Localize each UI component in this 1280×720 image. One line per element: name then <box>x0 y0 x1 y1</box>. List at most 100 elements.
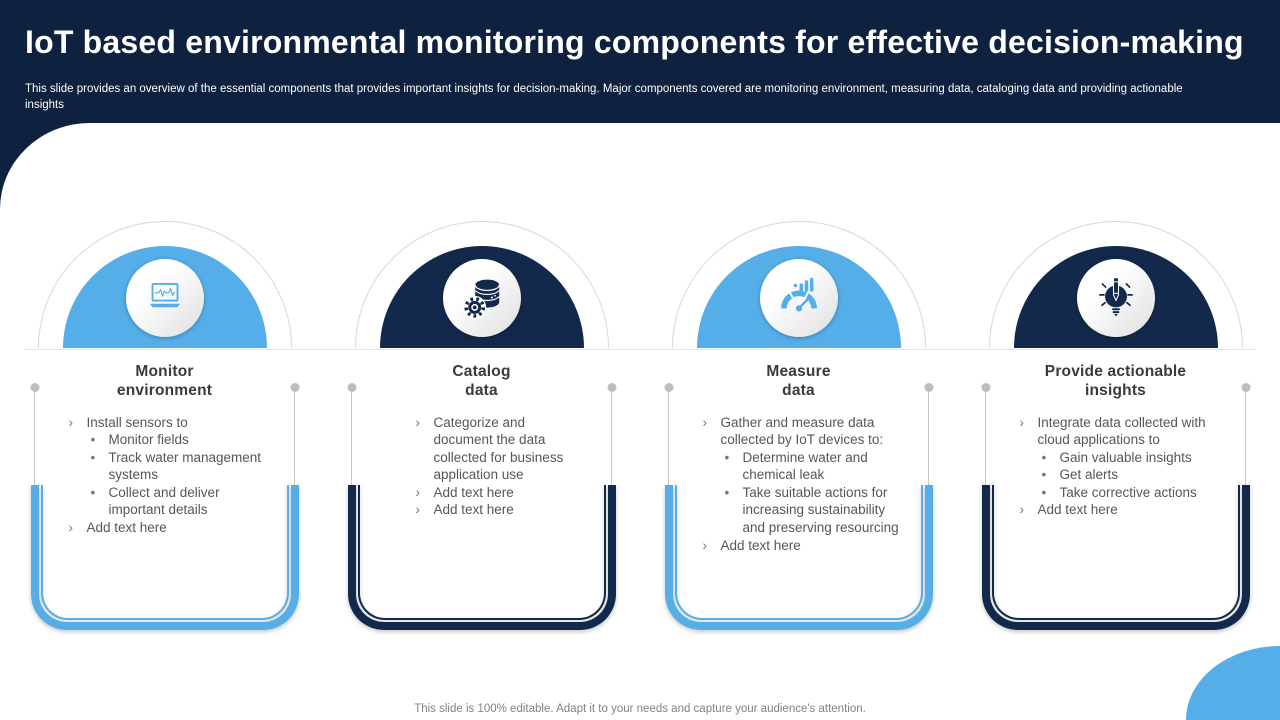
database-gear-icon <box>462 279 500 319</box>
bullet-marker: • <box>724 484 730 500</box>
laptop-pulse-icon <box>149 283 180 308</box>
icon-circle <box>442 259 521 337</box>
connector-stem-right <box>1245 392 1246 486</box>
bullet-marker: • <box>1041 467 1047 483</box>
bullet-marker: › <box>1019 414 1025 430</box>
bullet-item: ›Add text here <box>388 501 584 519</box>
content-panel: Monitor environment ›Install sensors to•… <box>0 123 1280 720</box>
icon-circle <box>1076 259 1155 337</box>
column-title-line1: Catalog <box>452 363 511 380</box>
gauge-chart-icon <box>780 277 817 312</box>
connector-stem-left <box>34 392 35 486</box>
connector-dot-right <box>1241 383 1250 392</box>
bullet-item: • Get alerts <box>992 466 1225 484</box>
column-monitor-environment: Monitor environment ›Install sensors to•… <box>6 123 323 630</box>
connector-stem-left <box>668 392 669 486</box>
column-title-line1: Measure <box>766 363 831 380</box>
bullet-item: • Monitor fields <box>41 431 274 449</box>
bullet-text: Add text here <box>433 502 514 518</box>
component-card: Monitor environment ›Install sensors to•… <box>30 362 299 630</box>
bullet-item: • Collect and deliver important details <box>41 484 274 519</box>
connector-dot-left <box>347 383 356 392</box>
bullet-item: • Track water management systems <box>41 449 274 484</box>
bullet-text: Integrate data collected with cloud appl… <box>1037 414 1206 448</box>
bullet-item: • Gain valuable insights <box>992 449 1225 467</box>
column-title-line2: environment <box>116 382 213 400</box>
bullet-marker: › <box>68 520 74 536</box>
bullet-item: • Take suitable actions for increasing su… <box>675 484 908 537</box>
bullet-marker: › <box>415 484 421 500</box>
bullet-marker: › <box>1019 502 1025 518</box>
bullet-item: › Add text here <box>41 519 274 537</box>
connector-dot-left <box>664 383 673 392</box>
bullet-text: Determine water and chemical leak <box>742 449 868 483</box>
bullet-item: › Add text here <box>992 501 1225 519</box>
column-provide-actionable-insights: Provide actionable insights › Integrate d… <box>957 123 1274 630</box>
connector-stem-right <box>928 392 929 486</box>
bullet-item: › Integrate data collected with cloud app… <box>992 414 1225 449</box>
card-frame <box>981 485 1250 630</box>
component-card: Provide actionable insights › Integrate d… <box>981 362 1250 630</box>
icon-medallion <box>323 218 640 348</box>
column-title-line1: Monitor <box>135 363 194 380</box>
header-band: IoT based environmental monitoring compo… <box>0 0 1280 123</box>
column-title-line1: Provide actionable <box>1044 363 1187 380</box>
icon-medallion <box>957 218 1274 348</box>
card-frame <box>347 485 616 630</box>
column-title: Monitor environment <box>35 362 295 401</box>
connector-stem-right <box>611 392 612 486</box>
component-card: Measure data ›Gather and measure data co… <box>664 362 933 630</box>
bullet-text: Add text here <box>433 484 514 500</box>
bullet-text: Install sensors to <box>86 414 188 430</box>
lightbulb-pencil-icon <box>1098 277 1133 317</box>
bullet-marker: • <box>1041 449 1047 465</box>
icon-circle <box>759 259 838 337</box>
bullet-item: › Install sensors to <box>41 414 274 432</box>
card-frame <box>30 485 299 630</box>
slide-title: IoT based environmental monitoring compo… <box>25 24 1244 60</box>
bullet-marker: › <box>702 537 708 553</box>
bullet-text: Gain valuable insights <box>1059 449 1192 465</box>
bullet-marker: • <box>90 432 96 448</box>
column-title: Catalog data <box>352 362 612 401</box>
bullet-text: Track water management systems <box>108 449 262 483</box>
connector-dot-right <box>607 383 616 392</box>
bullet-text: Collect and deliver important details <box>108 484 220 518</box>
bullet-text: Add text here <box>720 537 801 553</box>
bullet-text: Categorize and document the data collect… <box>433 414 564 483</box>
bullet-marker: • <box>1041 484 1047 500</box>
column-title: Provide actionable insights <box>986 362 1246 401</box>
bullet-item: › Add text here <box>675 537 908 555</box>
bullet-text: Get alerts <box>1059 467 1119 483</box>
slide-subtitle: This slide provides an overview of the e… <box>25 83 1183 112</box>
bullet-item: • Take corrective actions <box>992 484 1225 502</box>
bullet-marker: › <box>68 414 74 430</box>
component-card: Catalog data › Categorize and document th… <box>347 362 616 630</box>
column-title-line2: data <box>782 382 815 400</box>
bullet-list: › Install sensors to • Monitor fields • Track… <box>41 414 274 537</box>
bullet-marker: • <box>90 484 96 500</box>
connector-stem-left <box>985 392 986 486</box>
bullet-text: Add text here <box>1037 502 1118 518</box>
card-frame <box>664 485 933 630</box>
connector-dot-right <box>924 383 933 392</box>
divider-line <box>24 349 1256 350</box>
bullet-text: Take suitable actions for increasing sus… <box>742 484 899 536</box>
bullet-text: Monitor fields <box>108 432 189 448</box>
bullet-item: › Add text here <box>388 484 584 502</box>
connector-dot-right <box>290 383 299 392</box>
bullet-list: › Integrate data collected with cloud app… <box>992 414 1225 519</box>
footer-note: This slide is 100% editable. Adapt it to… <box>414 703 866 715</box>
column-title-line2: data <box>465 382 498 400</box>
icon-medallion <box>6 218 323 348</box>
bullet-marker: • <box>90 449 96 465</box>
bullet-item: •Determine water and chemical leak <box>675 449 908 484</box>
component-columns: Monitor environment ›Install sensors to•… <box>6 123 1274 630</box>
bullet-text: Add text here <box>86 520 167 536</box>
column-title-line2: insights <box>1084 382 1147 400</box>
bullet-item: ›Gather and measure data collected by Io… <box>675 414 908 449</box>
column-catalog-data: Catalog data › Categorize and document th… <box>323 123 640 630</box>
bullet-text: Take corrective actions <box>1059 484 1197 500</box>
bullet-marker: › <box>702 414 708 430</box>
